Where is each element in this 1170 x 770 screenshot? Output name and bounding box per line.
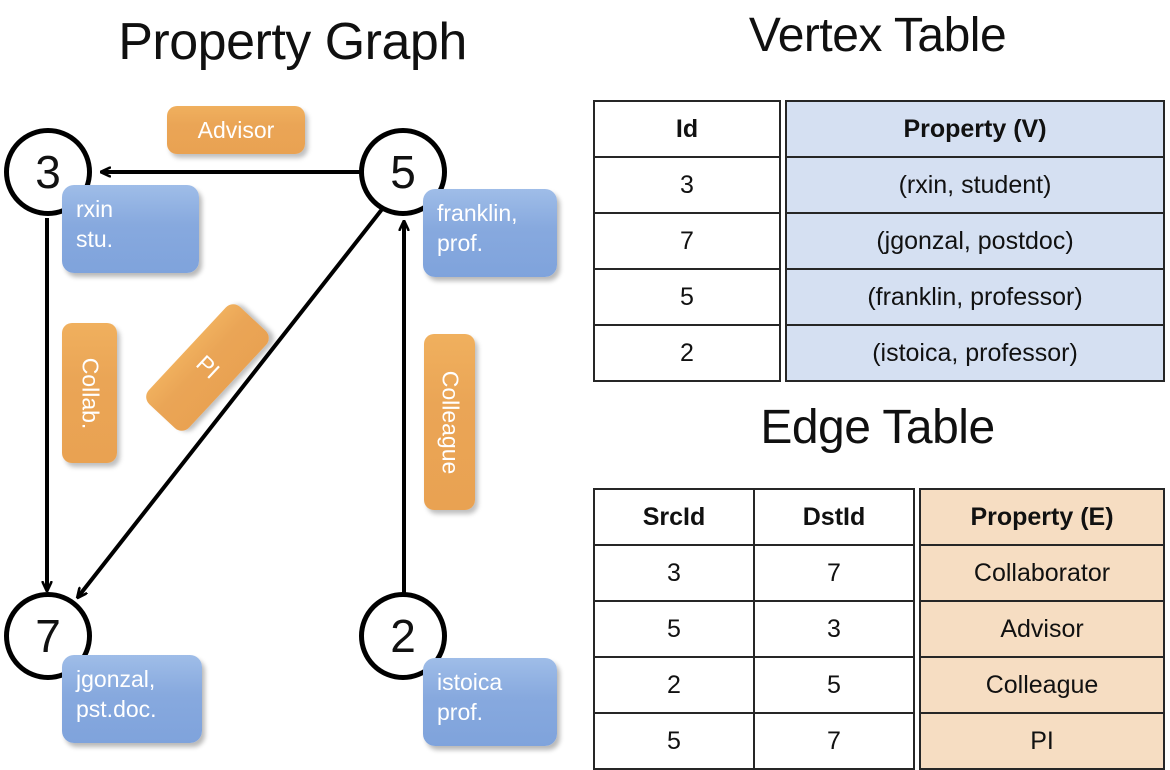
edge-dstid-cell: 5 — [753, 656, 915, 714]
edge-dstid-cell: 7 — [753, 544, 915, 602]
graph-node-2[interactable]: 2 — [359, 592, 447, 680]
edge-srcid-cell: 3 — [593, 544, 755, 602]
table-row[interactable]: 7 — [593, 212, 781, 270]
graph-node-5[interactable]: 5 — [359, 128, 447, 216]
vertex-table-header-property: Property (V) — [785, 100, 1165, 158]
table-row[interactable]: PI — [919, 712, 1165, 770]
vertex-property-franklin-line2: prof. — [437, 230, 484, 256]
edge-label-advisor-text: Advisor — [197, 116, 275, 143]
edge-5-to-7 — [78, 206, 385, 597]
edge-property-cell: Advisor — [919, 600, 1165, 658]
vertex-property-box-istoica: istoica prof. — [423, 658, 557, 746]
graph-node-2-label: 2 — [390, 610, 416, 662]
edge-table-header-srcid: SrcId — [593, 488, 755, 546]
vertex-property-rxin-line1: rxin — [76, 196, 114, 222]
edge-property-cell: Collaborator — [919, 544, 1165, 602]
table-row[interactable]: (franklin, professor) — [785, 268, 1165, 326]
edge-label-collab: Collab. — [62, 323, 117, 463]
table-row[interactable]: Collaborator — [919, 544, 1165, 602]
vertex-property-cell: (jgonzal, postdoc) — [785, 212, 1165, 270]
vertex-property-box-jgonzal: jgonzal, pst.doc. — [62, 655, 202, 743]
table-row[interactable]: 5 3 — [593, 600, 915, 658]
vertex-property-box-rxin: rxin stu. — [62, 185, 199, 273]
vertex-property-cell: (istoica, professor) — [785, 324, 1165, 382]
vertex-property-jgonzal-line2: pst.doc. — [76, 696, 157, 722]
vertex-id-cell: 5 — [593, 268, 781, 326]
edge-table-src-dst-columns: SrcId DstId 3 7 5 3 2 5 5 7 — [593, 488, 915, 770]
table-row[interactable]: 2 — [593, 324, 781, 382]
property-graph-diagram: 3 5 7 2 rxin stu. franklin, prof. jgonza… — [0, 0, 585, 760]
vertex-property-istoica-line2: prof. — [437, 699, 484, 725]
vertex-property-cell: (franklin, professor) — [785, 268, 1165, 326]
table-row[interactable]: 2 5 — [593, 656, 915, 714]
edge-table-property-column: Property (E) Collaborator Advisor Collea… — [919, 488, 1165, 770]
vertex-property-cell: (rxin, student) — [785, 156, 1165, 214]
edge-dstid-cell: 7 — [753, 712, 915, 770]
table-row[interactable]: Advisor — [919, 600, 1165, 658]
edge-srcid-cell: 5 — [593, 600, 755, 658]
graph-node-3-label: 3 — [35, 146, 61, 198]
edge-label-colleague-text: Colleague — [437, 370, 463, 474]
page-title-vertex-table: Vertex Table — [748, 9, 1007, 62]
table-row[interactable]: 5 — [593, 268, 781, 326]
graph-node-5-label: 5 — [390, 146, 416, 198]
edge-property-cell: PI — [919, 712, 1165, 770]
vertex-property-box-franklin: franklin, prof. — [423, 189, 557, 277]
vertex-property-franklin-line1: franklin, — [437, 200, 518, 226]
edge-label-advisor: Advisor — [167, 106, 305, 154]
table-row[interactable]: (istoica, professor) — [785, 324, 1165, 382]
graph-edge-lines — [0, 0, 585, 608]
edge-label-collab-text: Collab. — [77, 357, 104, 429]
edge-table-header-row: SrcId DstId — [593, 488, 915, 546]
table-row[interactable]: 3 7 — [593, 544, 915, 602]
vertex-property-rxin-line2: stu. — [76, 226, 114, 252]
edge-dstid-cell: 3 — [753, 600, 915, 658]
edge-table-header-property: Property (E) — [919, 488, 1165, 546]
edge-label-colleague: Colleague — [424, 334, 475, 510]
edge-table-header-dstid: DstId — [753, 488, 915, 546]
vertex-table-property-column: Property (V) (rxin, student) (jgonzal, p… — [785, 100, 1165, 382]
vertex-id-cell: 3 — [593, 156, 781, 214]
vertex-table-header-row: Id — [593, 100, 781, 158]
page-title-edge-table: Edge Table — [760, 401, 995, 454]
vertex-property-istoica-line1: istoica — [437, 669, 503, 695]
vertex-table-header-row: Property (V) — [785, 100, 1165, 158]
vertex-table-header-id: Id — [593, 100, 781, 158]
vertex-id-cell: 7 — [593, 212, 781, 270]
vertex-property-jgonzal-line1: jgonzal, — [76, 666, 156, 692]
table-row[interactable]: 3 — [593, 156, 781, 214]
table-row[interactable]: (rxin, student) — [785, 156, 1165, 214]
vertex-table-id-column: Id 3 7 5 2 — [593, 100, 781, 382]
table-row[interactable]: (jgonzal, postdoc) — [785, 212, 1165, 270]
edge-property-cell: Colleague — [919, 656, 1165, 714]
table-row[interactable]: 5 7 — [593, 712, 915, 770]
table-row[interactable]: Colleague — [919, 656, 1165, 714]
edge-table-header-row: Property (E) — [919, 488, 1165, 546]
edge-srcid-cell: 5 — [593, 712, 755, 770]
edge-srcid-cell: 2 — [593, 656, 755, 714]
vertex-id-cell: 2 — [593, 324, 781, 382]
graph-node-7-label: 7 — [35, 610, 61, 662]
edge-label-pi-text: PI — [191, 350, 225, 385]
page-title-property-graph: Property Graph — [118, 13, 467, 71]
